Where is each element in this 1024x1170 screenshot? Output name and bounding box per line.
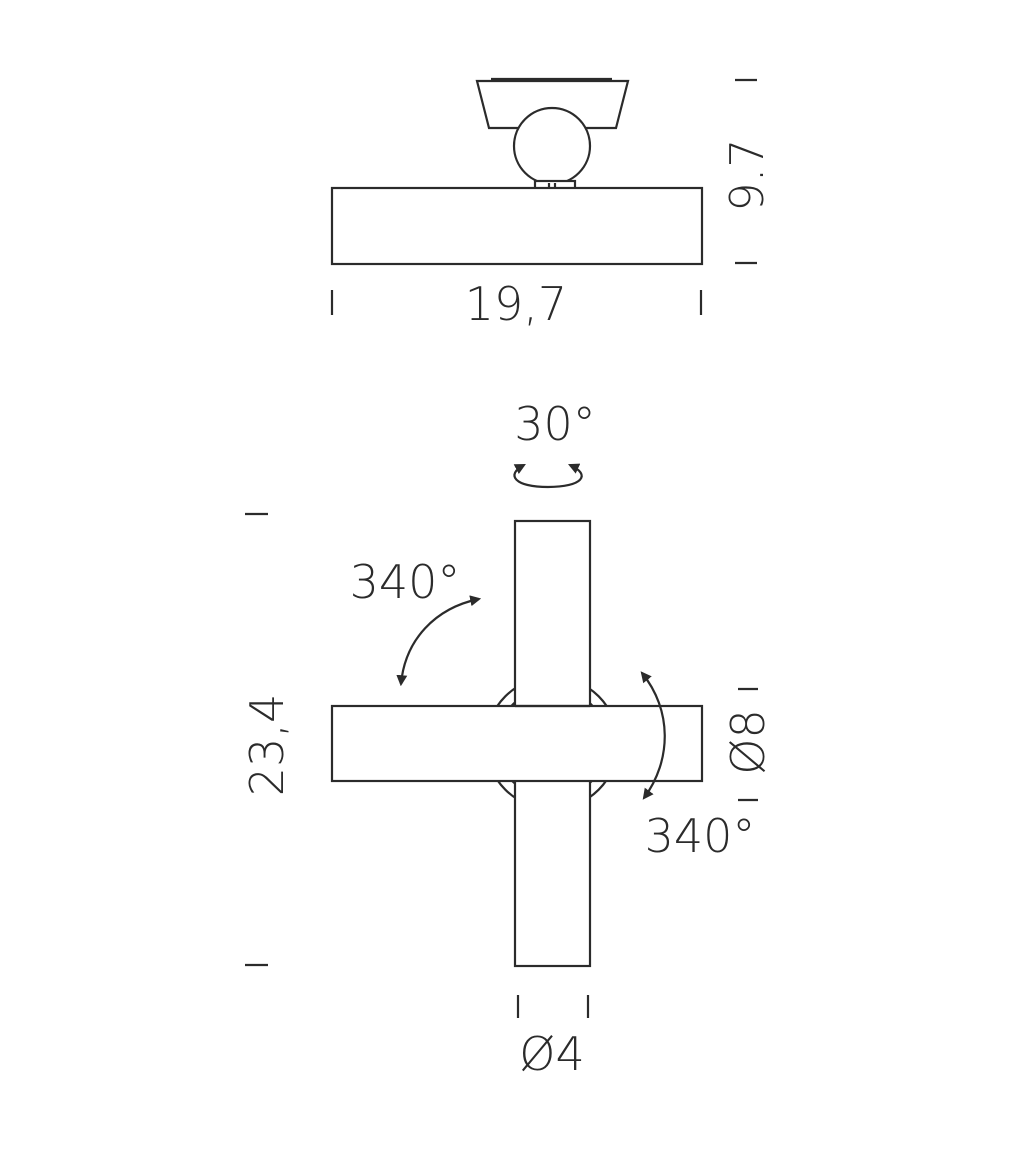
diameter-8-label: Ø8 — [721, 709, 775, 774]
rotation-arrow-icon — [513, 463, 583, 489]
rotation-arc-left-icon — [396, 595, 482, 687]
rotation-340-right-label: 340° — [645, 809, 756, 863]
ceiling-canopy — [475, 79, 630, 130]
height-dimension-label: 9.7 — [720, 138, 774, 211]
front-view: 30° 23,4 340° 340° Ø8 Ø4 — [240, 397, 775, 1081]
height-dimension-label: 23,4 — [240, 694, 294, 796]
rotation-30-label: 30° — [514, 397, 596, 451]
diameter-4-label: Ø4 — [519, 1027, 584, 1081]
width-dimension-label: 19,7 — [465, 277, 567, 331]
rotation-arc-right-icon — [640, 671, 666, 800]
lamp-body-side — [330, 186, 704, 266]
lamp-horizontal-body — [330, 704, 704, 783]
rotation-340-left-label: 340° — [350, 555, 461, 609]
joint-sphere — [512, 106, 592, 186]
side-view: 9.7 19,7 — [330, 77, 774, 331]
